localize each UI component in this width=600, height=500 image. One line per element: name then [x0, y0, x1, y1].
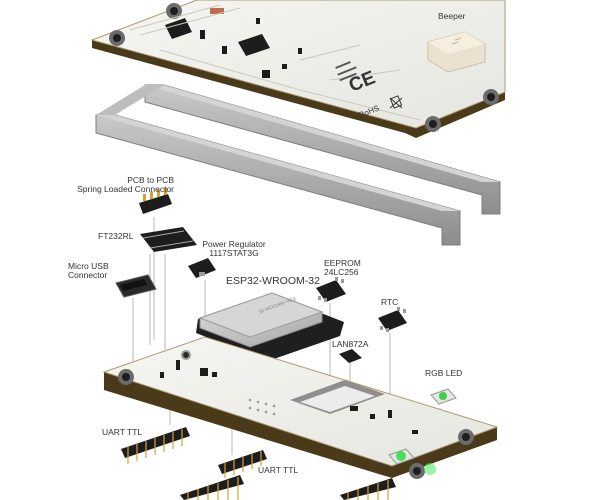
label-power-regulator-line2: 1117STAT3G [209, 248, 259, 258]
ft232rl-part [140, 227, 197, 252]
uart-header-1 [121, 427, 190, 464]
label-eeprom: EEPROM 24LC256 [324, 259, 361, 277]
label-power-regulator-line1: Power Regulator [202, 239, 266, 249]
lan872a-part [339, 349, 362, 363]
label-pcb-connector-line2: Spring Loaded Connector [77, 184, 174, 194]
label-uart-ttl-1: UART TTL [102, 427, 143, 437]
label-uart-ttl-2: UART TTL [258, 465, 299, 475]
micro-usb-part [115, 274, 157, 298]
power-regulator-part [188, 258, 216, 278]
esp32-module-part: ESP-WROOM-32 [196, 292, 344, 361]
top-pcb: CE RoHS [90, 0, 506, 138]
uart-header-4 [340, 478, 396, 500]
label-rgb-led: RGB LED [425, 368, 463, 378]
label-eeprom-line1: EEPROM [324, 258, 361, 268]
rgb-led-part [430, 388, 457, 405]
top-pcb-traces [129, 4, 421, 121]
label-power-regulator: Power Regulator 1117STAT3G [196, 240, 272, 258]
label-esp32: ESP32-WROOM-32 [226, 275, 320, 287]
label-pcb-connector-line1: PCB to PCB [127, 175, 174, 185]
spring-connector-part [139, 188, 172, 214]
label-pcb-connector: PCB to PCB Spring Loaded Connector [36, 176, 174, 194]
bottom-pcb [102, 336, 499, 479]
label-eeprom-line2: 24LC256 [324, 267, 359, 277]
aluminium-frame [95, 84, 501, 246]
label-lan872a: LAN872A [332, 339, 369, 349]
uart-header-3 [180, 475, 244, 500]
label-micro-usb-line2: Connector [68, 270, 108, 280]
uart-header-2 [218, 450, 267, 478]
label-micro-usb: Micro USB Connector [68, 262, 109, 280]
waste-bin-icon [389, 95, 403, 109]
label-ft232rl: FT232RL [98, 231, 134, 241]
top-pcb-chips [165, 8, 302, 78]
label-rtc: RTC [381, 297, 399, 307]
beeper-component [427, 31, 486, 73]
eeprom-part [316, 277, 346, 302]
marking-lines [335, 61, 357, 82]
label-beeper: Beeper [438, 11, 466, 21]
rtc-part [378, 307, 407, 332]
label-micro-usb-line1: Micro USB [68, 261, 109, 271]
